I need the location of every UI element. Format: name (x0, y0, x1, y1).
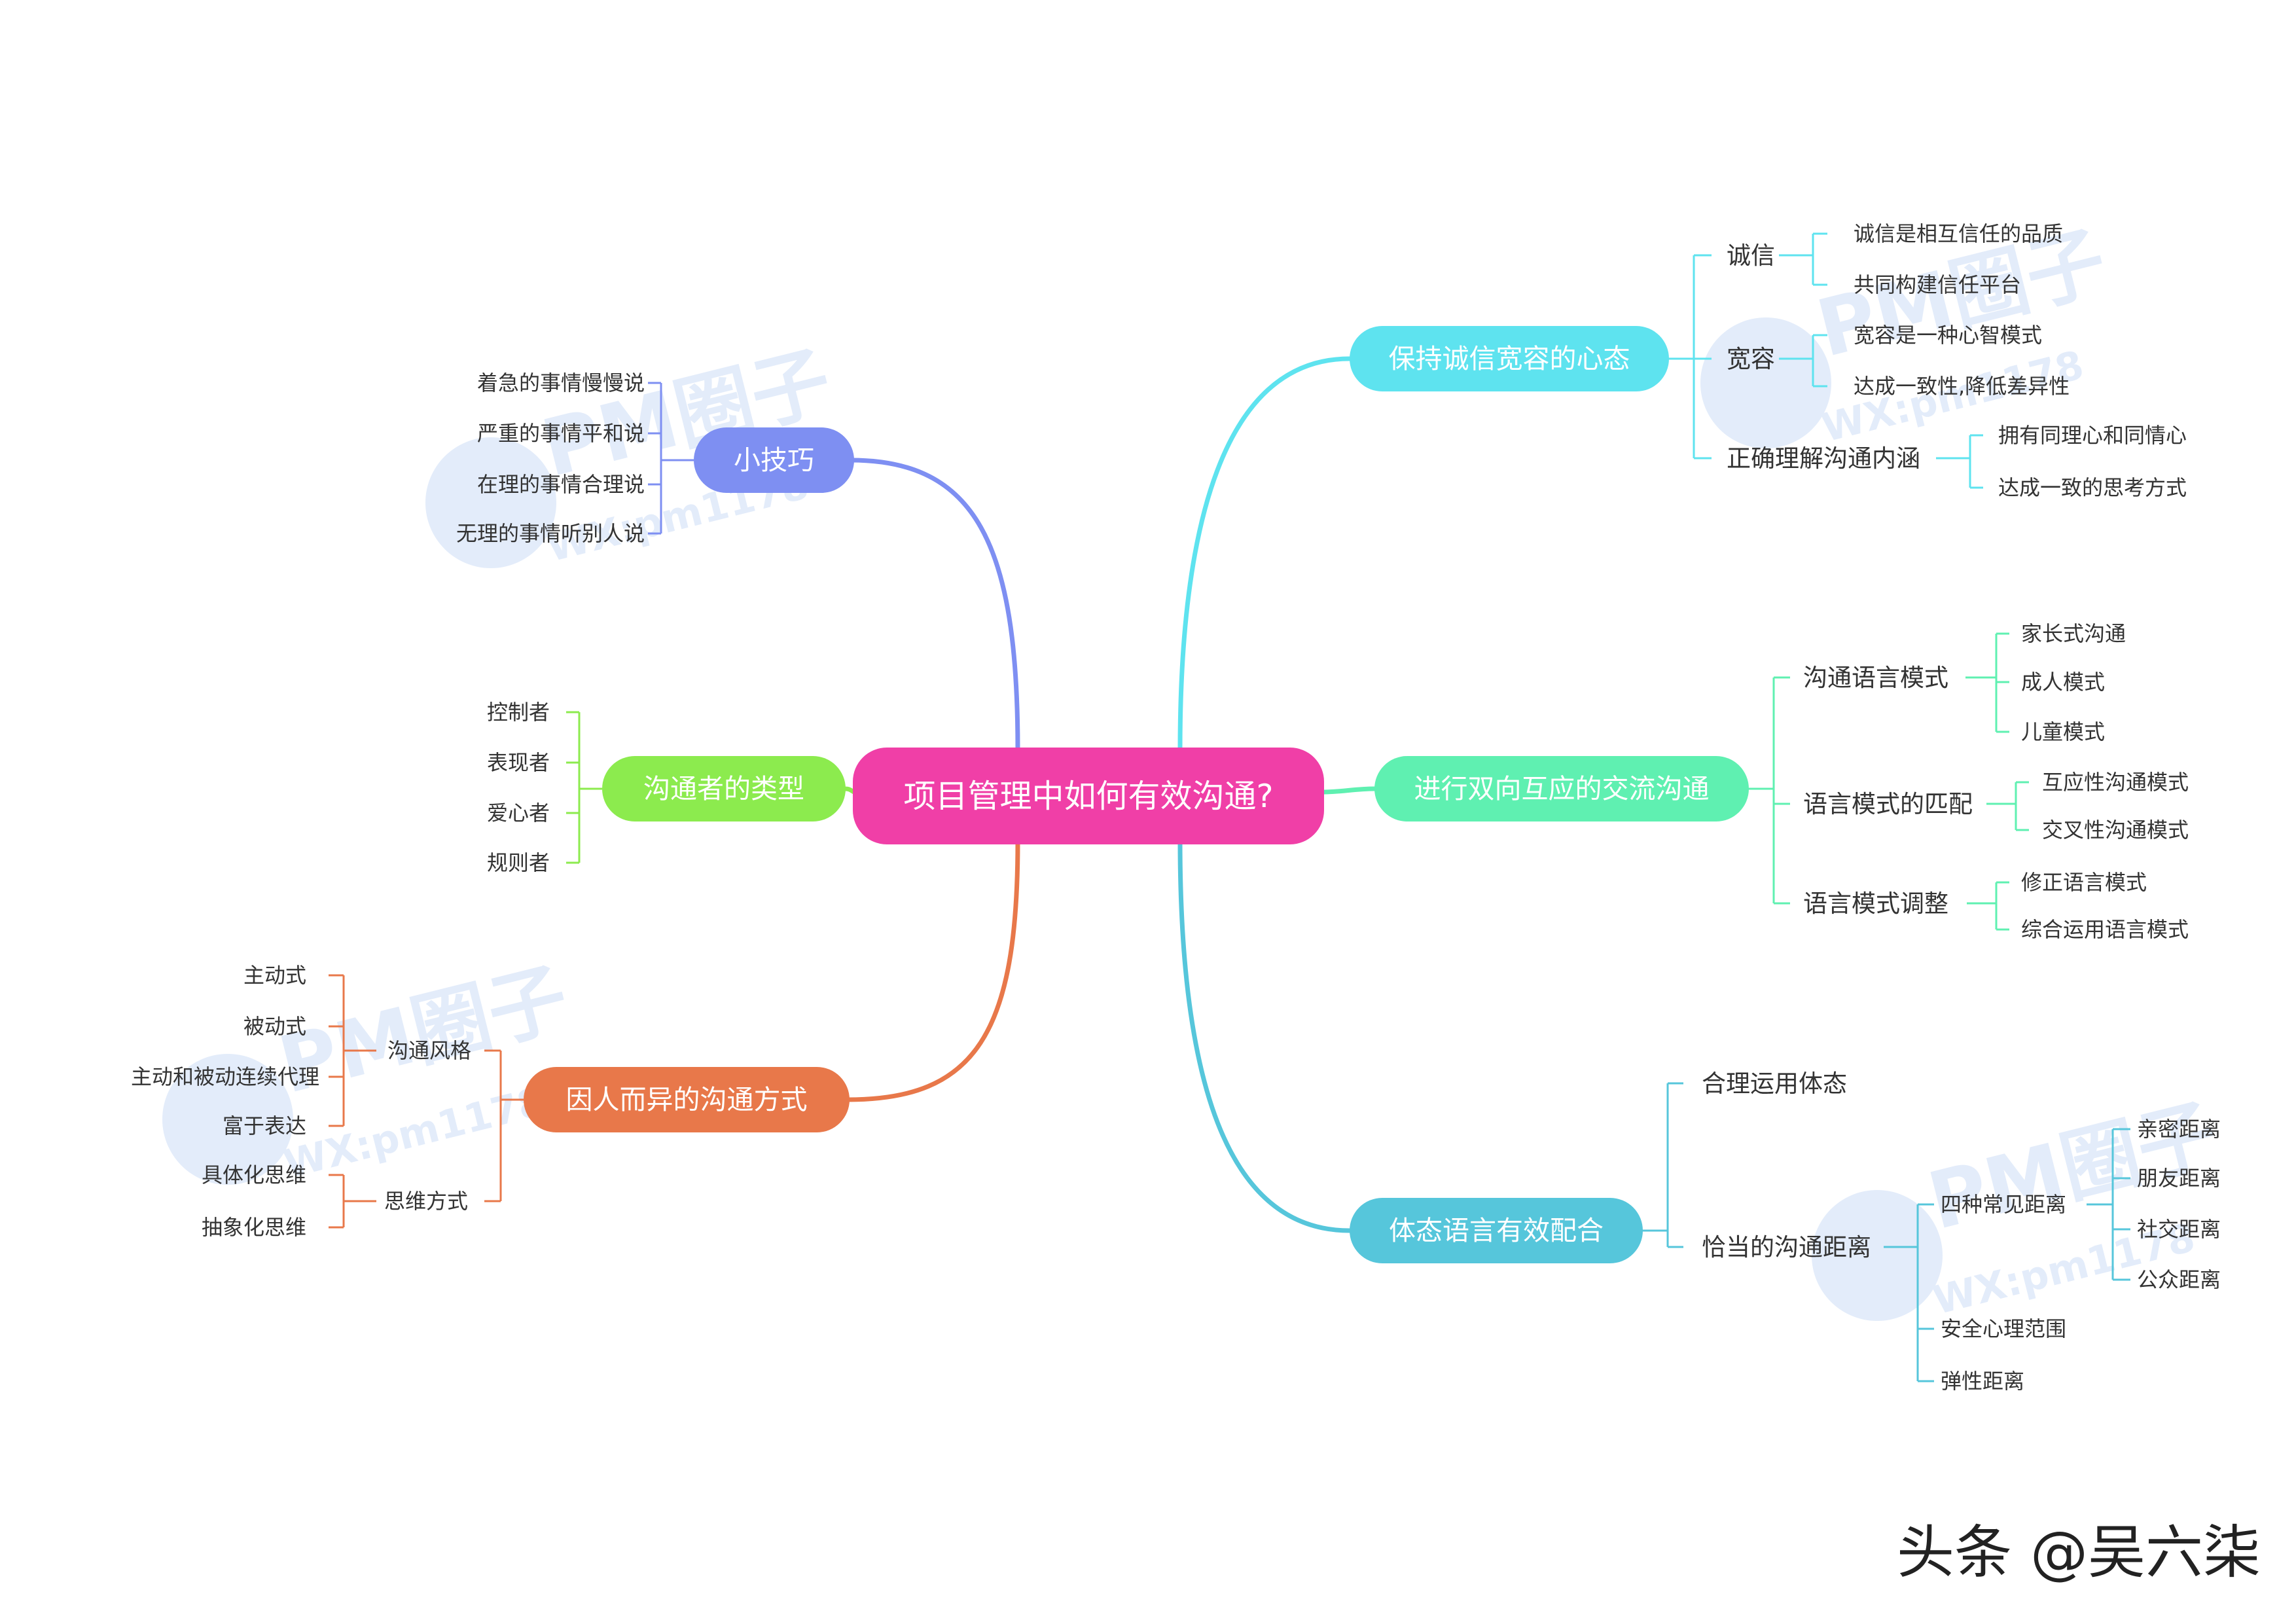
node-integrity-tolerance[interactable]: 宽容 (1727, 345, 1775, 373)
leaf-integrity-understanding-1[interactable]: 拥有同理心和同情心 (1998, 423, 2187, 448)
leaf-styles-expressive[interactable]: 富于表达 (222, 1113, 306, 1138)
center-topic-label: 项目管理中如何有效沟通? (903, 777, 1274, 815)
branch-tips[interactable]: 小技巧 (694, 427, 854, 493)
node-body-distance[interactable]: 恰当的沟通距离 (1702, 1233, 1871, 1261)
leaf-body-public[interactable]: 公众距离 (2137, 1267, 2221, 1292)
connector-center-tips (848, 458, 1020, 752)
node-two-way-language-mode[interactable]: 沟通语言模式 (1803, 664, 1948, 692)
node-two-way-matching[interactable]: 语言模式的匹配 (1803, 790, 1973, 818)
node-body-posture[interactable]: 合理运用体态 (1702, 1070, 1847, 1098)
leaf-styles-passive[interactable]: 被动式 (243, 1014, 306, 1039)
leaf-two-way-complementary[interactable]: 互应性沟通模式 (2042, 770, 2189, 795)
leaf-types-controller[interactable]: 控制者 (486, 700, 550, 725)
leaf-two-way-correct[interactable]: 修正语言模式 (2021, 870, 2147, 895)
branch-body-language-label: 体态语言有效配合 (1389, 1214, 1604, 1246)
branch-styles[interactable]: 因人而异的沟通方式 (524, 1067, 850, 1132)
leaf-integrity-understanding-2[interactable]: 达成一致的思考方式 (1998, 475, 2187, 500)
leaf-integrity-honesty-1[interactable]: 诚信是相互信任的品质 (1854, 221, 2064, 246)
branch-types-label: 沟通者的类型 (643, 772, 804, 804)
leaf-two-way-parent[interactable]: 家长式沟通 (2021, 621, 2126, 646)
branch-body-language[interactable]: 体态语言有效配合 (1350, 1198, 1643, 1263)
node-integrity-understanding[interactable]: 正确理解沟通内涵 (1727, 444, 1920, 473)
leaf-body-social[interactable]: 社交距离 (2137, 1217, 2221, 1242)
watermark-logo-top-right: PM圈子 WX:pm1178 (1700, 216, 2115, 452)
body-brackets (1641, 1082, 2130, 1382)
leaf-tips-1[interactable]: 着急的事情慢慢说 (476, 370, 645, 395)
styles-brackets (329, 974, 524, 1229)
leaf-tips-3[interactable]: 在理的事情合理说 (476, 472, 645, 497)
leaf-integrity-honesty-2[interactable]: 共同构建信任平台 (1854, 272, 2022, 297)
node-styles-style[interactable]: 沟通风格 (387, 1038, 471, 1063)
leaf-integrity-tolerance-2[interactable]: 达成一致性,降低差异性 (1854, 374, 2070, 399)
node-two-way-adjust[interactable]: 语言模式调整 (1803, 890, 1948, 918)
branch-two-way-label: 进行双向互应的交流沟通 (1414, 772, 1710, 804)
leaf-types-expresser[interactable]: 表现者 (486, 750, 550, 775)
types-brackets (566, 711, 602, 864)
leaf-two-way-adult[interactable]: 成人模式 (2021, 670, 2106, 695)
node-integrity-honesty[interactable]: 诚信 (1727, 242, 1775, 270)
integrity-brackets (1668, 232, 1983, 489)
branch-types[interactable]: 沟通者的类型 (602, 756, 846, 821)
connector-center-styles (845, 839, 1020, 1102)
leaf-types-carer[interactable]: 爱心者 (486, 801, 550, 825)
leaf-body-intimate[interactable]: 亲密距离 (2137, 1117, 2221, 1142)
node-styles-thinking[interactable]: 思维方式 (384, 1189, 468, 1214)
leaf-two-way-combined[interactable]: 综合运用语言模式 (2021, 917, 2189, 942)
leaf-tips-2[interactable]: 严重的事情平和说 (476, 421, 645, 446)
node-body-elastic[interactable]: 弹性距离 (1941, 1369, 2025, 1394)
connector-center-two-way (1319, 786, 1377, 795)
leaf-integrity-tolerance-1[interactable]: 宽容是一种心智模式 (1854, 323, 2043, 348)
leaf-styles-abstract[interactable]: 抽象化思维 (201, 1215, 306, 1240)
connector-center-integrity (1177, 356, 1352, 752)
leaf-tips-4[interactable]: 无理的事情听别人说 (456, 521, 645, 546)
footer-credit: 头条 @吴六柒 (1897, 1519, 2261, 1586)
connector-center-body (1177, 839, 1352, 1233)
branch-integrity-label: 保持诚信宽容的心态 (1388, 342, 1630, 374)
leaf-types-ruler[interactable]: 规则者 (486, 850, 550, 875)
branch-tips-label: 小技巧 (734, 444, 814, 476)
branch-integrity[interactable]: 保持诚信宽容的心态 (1350, 326, 1669, 391)
node-body-four-distances[interactable]: 四种常见距离 (1941, 1192, 2067, 1217)
branch-styles-label: 因人而异的沟通方式 (565, 1083, 808, 1115)
leaf-styles-active[interactable]: 主动式 (243, 963, 306, 988)
leaf-styles-continuum[interactable]: 主动和被动连续代理 (130, 1064, 319, 1089)
leaf-two-way-crossed[interactable]: 交叉性沟通模式 (2042, 818, 2189, 842)
leaf-styles-concrete[interactable]: 具体化思维 (201, 1163, 306, 1187)
tips-brackets (648, 382, 694, 535)
branch-two-way[interactable]: 进行双向互应的交流沟通 (1374, 756, 1749, 821)
leaf-two-way-child[interactable]: 儿童模式 (2021, 719, 2106, 744)
two-way-brackets (1748, 632, 2029, 931)
node-body-safe-range[interactable]: 安全心理范围 (1941, 1316, 2067, 1341)
leaf-body-friend[interactable]: 朋友距离 (2137, 1166, 2221, 1191)
center-topic[interactable]: 项目管理中如何有效沟通? (853, 748, 1324, 844)
